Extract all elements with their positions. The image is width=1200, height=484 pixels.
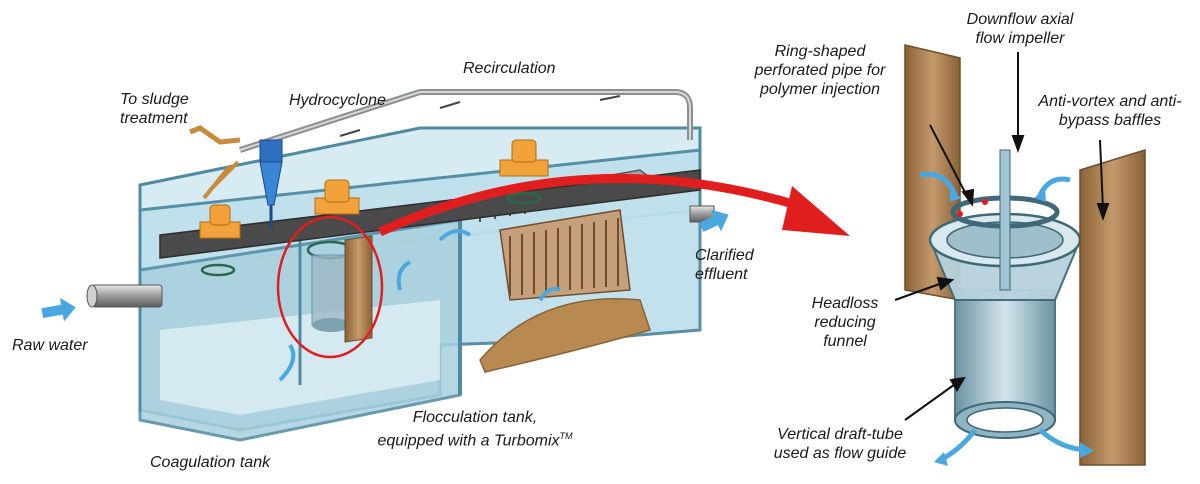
label-draft-tube-line2: used as flow guide xyxy=(773,445,907,462)
leader-lines xyxy=(894,52,1110,421)
label-baffles: Anti-vortex and anti- bypass baffles xyxy=(1020,92,1200,130)
hydrocyclone-unit xyxy=(259,139,283,228)
flow-arrow-in-left xyxy=(919,171,958,197)
tank-assembly xyxy=(41,89,729,442)
label-flocculation-line2: equipped with a TurbomixTM xyxy=(370,427,580,450)
label-to-sludge-line2: treatment xyxy=(120,110,188,127)
label-draft-tube-line1: Vertical draft-tube xyxy=(777,426,903,443)
callout-arrowhead xyxy=(782,186,850,236)
flow-arrow-out-left xyxy=(938,428,977,463)
flow-arrow-out-right xyxy=(1038,428,1086,453)
label-flocculation-line2-text: equipped with a Turbomix xyxy=(377,432,560,450)
label-funnel: Headloss reducing funnel xyxy=(795,294,895,351)
label-baffles-line2: bypass baffles xyxy=(1058,112,1162,129)
mixer-motor-3 xyxy=(499,139,549,177)
label-ring-pipe-line2: perforated pipe for xyxy=(754,62,886,79)
label-impeller-line2: flow impeller xyxy=(975,30,1065,47)
label-impeller: Downflow axial flow impeller xyxy=(945,10,1095,48)
label-raw-water: Raw water xyxy=(12,337,88,354)
label-funnel-line2: reducing xyxy=(814,314,876,331)
sludge-bed xyxy=(479,298,651,373)
label-hydrocyclone: Hydrocyclone xyxy=(289,92,386,109)
front-baffle xyxy=(1079,148,1146,466)
label-ring-pipe-line3: polymer injection xyxy=(759,81,881,98)
trademark-mark: TM xyxy=(559,431,573,441)
label-draft-tube: Vertical draft-tube used as flow guide xyxy=(755,425,925,463)
turbomix-highlight-circle xyxy=(276,215,384,359)
label-impeller-line1: Downflow axial xyxy=(966,11,1074,28)
label-clarified-line1: Clarified xyxy=(695,247,754,264)
mixer-motor-1 xyxy=(199,204,241,239)
label-funnel-line1: Headloss xyxy=(811,295,879,312)
label-ring-pipe-line1: Ring-shaped xyxy=(774,43,866,60)
label-funnel-line3: funnel xyxy=(823,333,867,350)
label-to-sludge-line1: To sludge xyxy=(120,91,189,108)
label-to-sludge: To sludge treatment xyxy=(120,90,189,128)
callout-arrow xyxy=(378,173,802,237)
label-recirculation: Recirculation xyxy=(463,60,556,77)
flow-arrows xyxy=(41,209,729,382)
impeller-shaft xyxy=(999,149,1011,291)
label-ring-pipe: Ring-shaped perforated pipe for polymer … xyxy=(740,42,900,99)
sludge-outlet-pipe xyxy=(189,125,241,145)
lamella-settler xyxy=(499,209,631,301)
raw-water-inlet-pipe xyxy=(91,284,163,308)
mixer-motor-2 xyxy=(314,179,360,215)
label-coagulation-tank: Coagulation tank xyxy=(150,454,271,471)
label-flocculation-tank: Flocculation tank, equipped with a Turbo… xyxy=(370,408,580,450)
turbomix-detail xyxy=(904,44,1146,466)
draft-tube xyxy=(954,289,1056,421)
label-clarified-line2: effluent xyxy=(695,266,748,283)
label-clarified-effluent: Clarified effluent xyxy=(695,246,754,284)
label-flocculation-line1: Flocculation tank, xyxy=(412,409,538,426)
turbomix-miniature xyxy=(306,235,373,343)
label-baffles-line1: Anti-vortex and anti- xyxy=(1038,93,1182,110)
